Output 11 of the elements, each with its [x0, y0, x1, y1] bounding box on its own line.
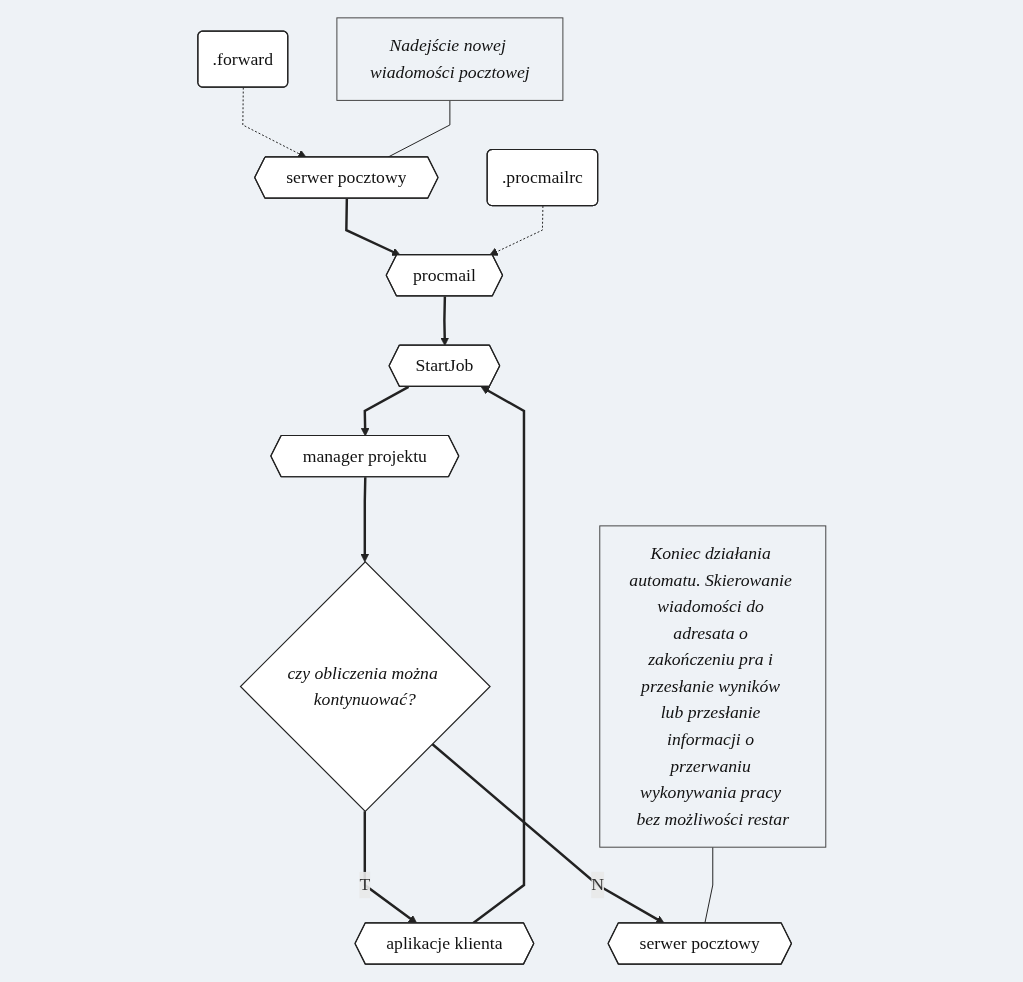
node-box: Nadejście nowej wiadomości pocztowej — [336, 17, 564, 101]
arrow — [440, 296, 449, 346]
edge-label: T — [359, 874, 370, 895]
arrow — [431, 743, 665, 924]
arrow — [360, 477, 369, 563]
connector — [704, 846, 713, 924]
arrow — [360, 385, 409, 437]
edge-label: N — [590, 874, 604, 895]
arrow — [344, 198, 401, 256]
node-diamond: czy obliczenia można kontynuować? — [239, 560, 491, 813]
node-box: Koniec działania automatu. Skierowanie wiadomości do adresata o zakończeniu pra i przesłanie wyników lub przesłanie informacji o przerwaniu wykonywania pracy bez możliwości restar — [598, 525, 826, 848]
